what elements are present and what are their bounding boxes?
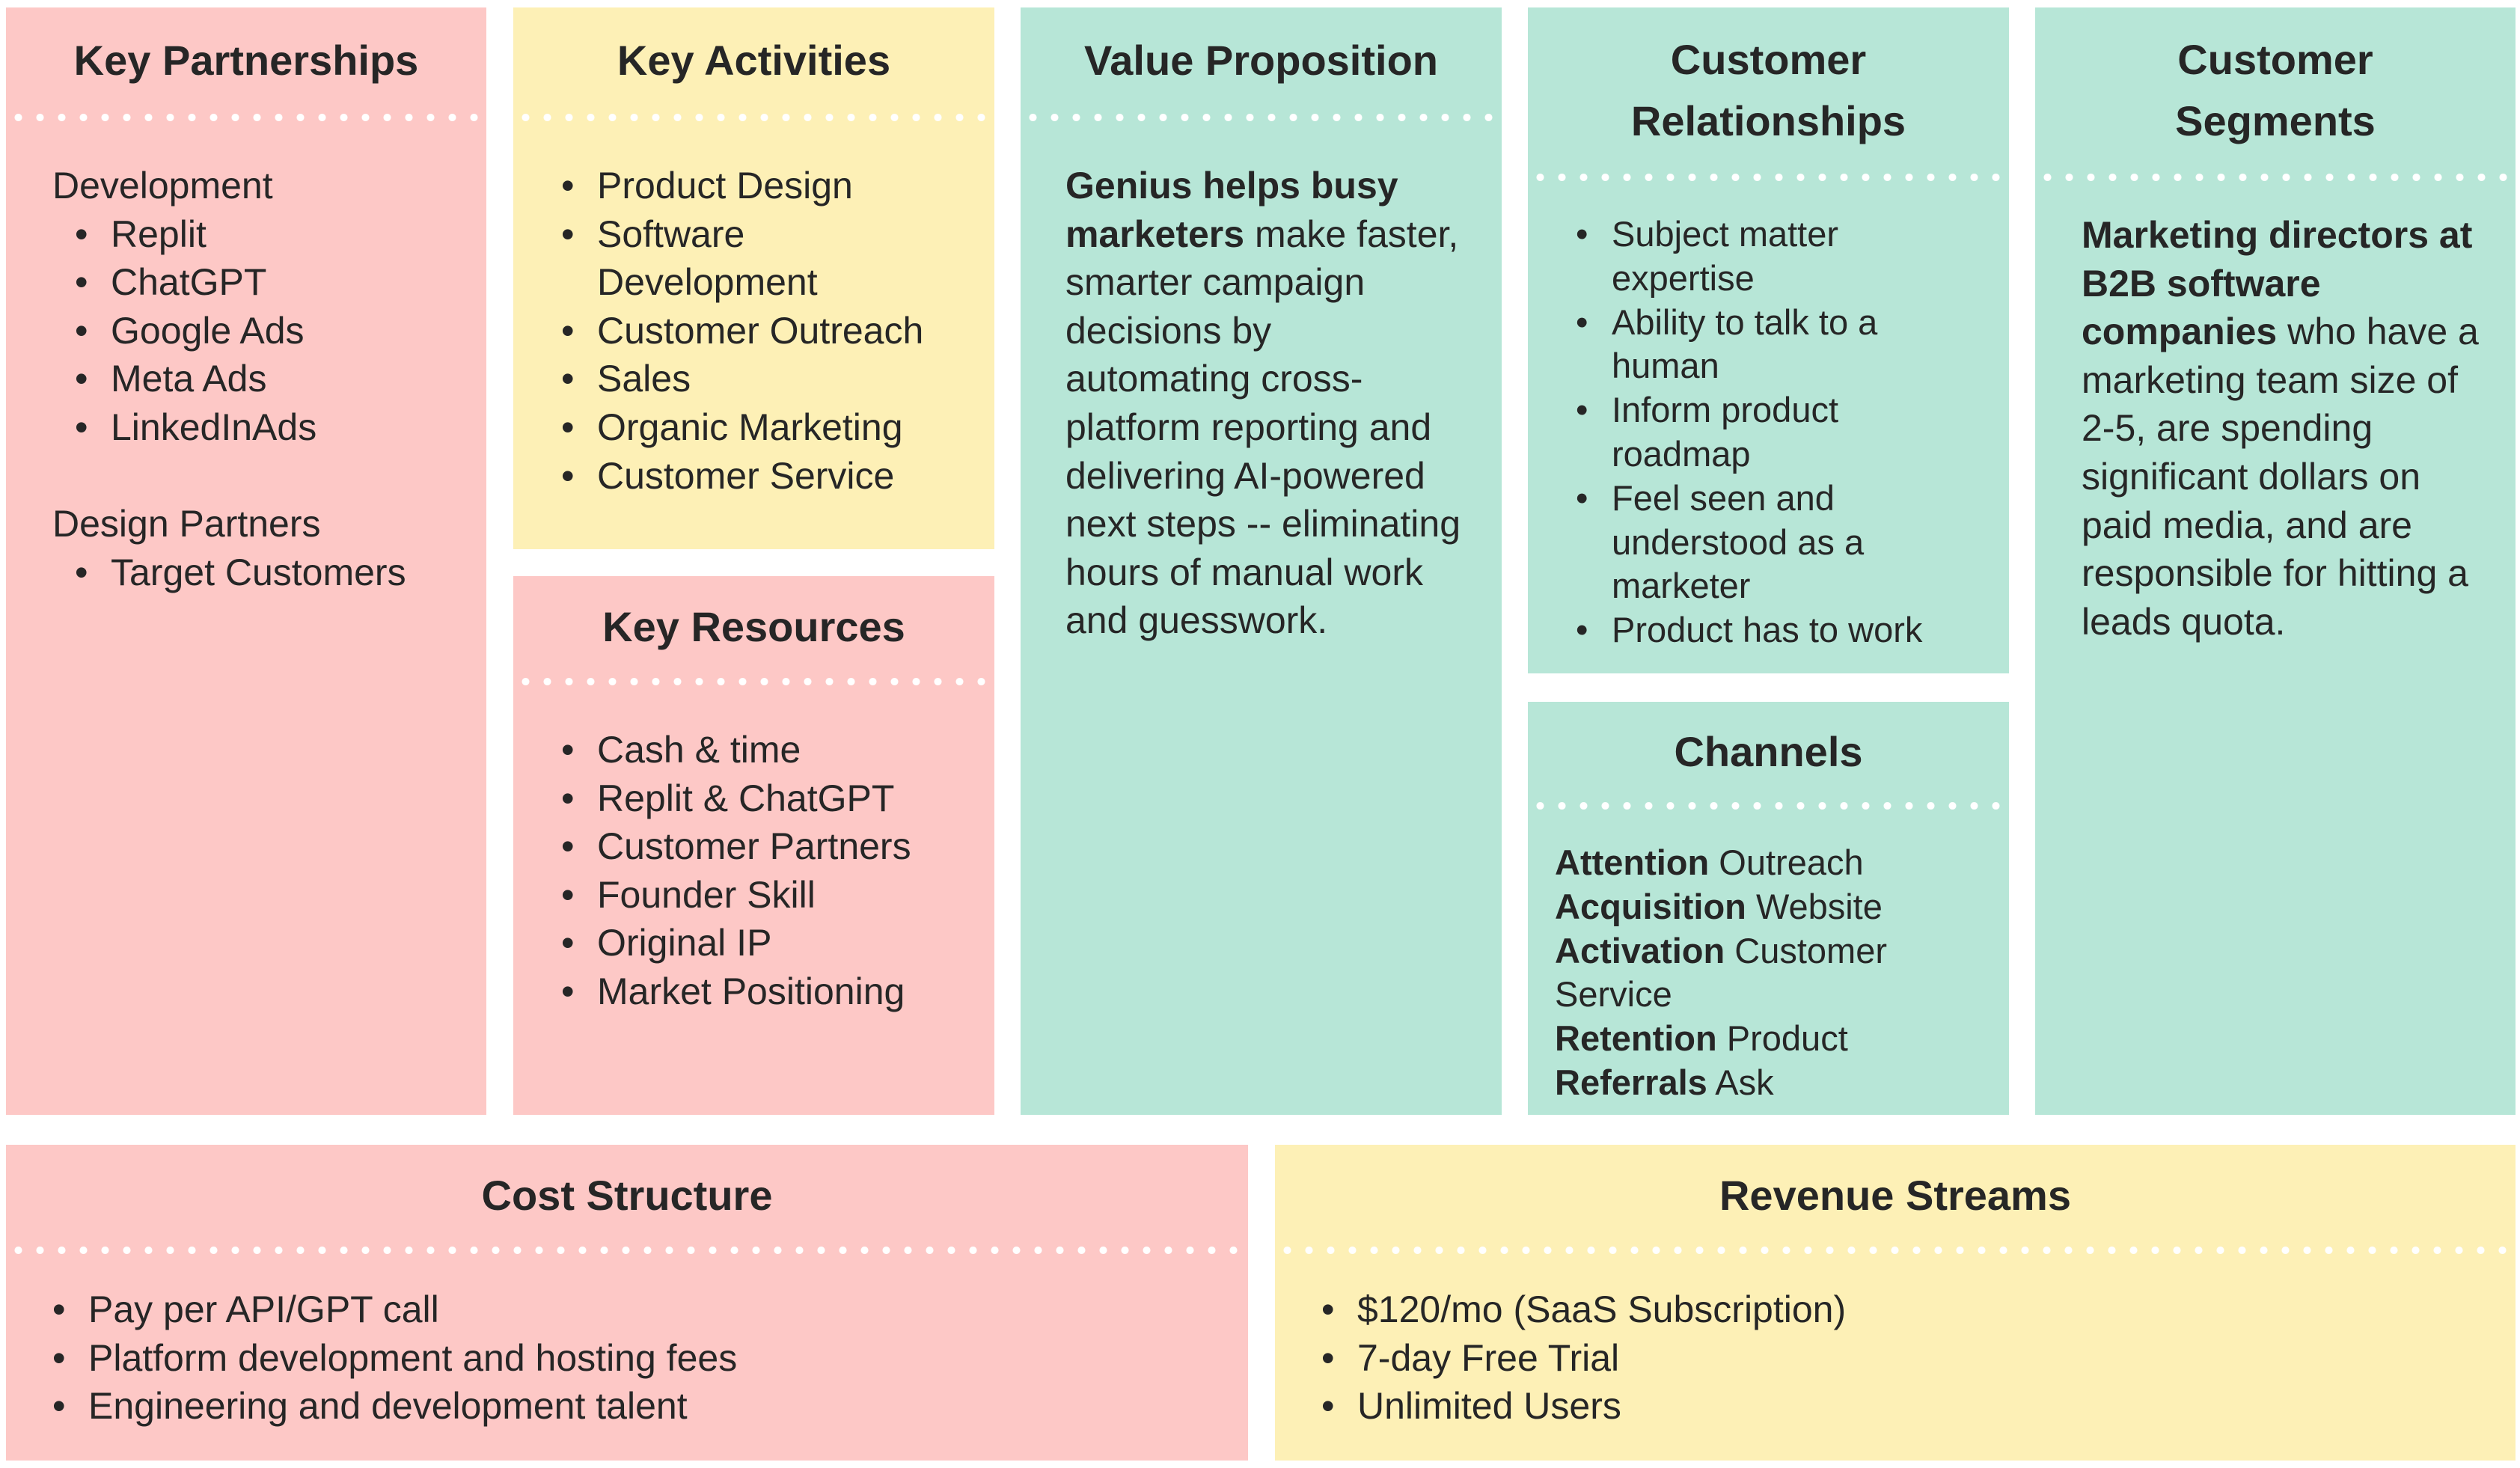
channel-item: Attention Outreach — [1555, 841, 1987, 885]
customer-segments-card: Customer Segments Marketing directors at… — [2035, 7, 2516, 1115]
customer-segments-highlight: Marketing directors at B2B software comp… — [2082, 214, 2473, 353]
list-item: Replit — [75, 210, 486, 259]
channel-stage: Referrals — [1555, 1062, 1707, 1102]
channel-name: Customer Service — [1555, 930, 1887, 1015]
revenue-streams-list: $120/mo (SaaS Subscription) 7-day Free T… — [1321, 1285, 2493, 1431]
channel-name: Website — [1755, 886, 1883, 926]
customer-segments-text: Marketing directors at B2B software comp… — [2082, 211, 2486, 646]
development-list: Replit ChatGPT Google Ads Meta Ads Linke… — [52, 210, 486, 452]
list-item: Cash & time — [561, 726, 972, 774]
list-item: Product Design — [561, 162, 964, 210]
channel-name: Ask — [1715, 1062, 1774, 1102]
section-divider — [6, 114, 486, 121]
customer-segments-title: Customer Segments — [2175, 36, 2376, 144]
list-item: $120/mo (SaaS Subscription) — [1321, 1285, 2493, 1334]
channel-stage: Acquisition — [1555, 886, 1746, 926]
value-proposition-card: Value Proposition Genius helps busy mark… — [1021, 7, 1502, 1115]
value-proposition-description: make faster, smarter campaign decisions … — [1065, 212, 1461, 642]
key-partnerships-title: Key Partnerships — [73, 37, 419, 84]
list-item: Founder Skill — [561, 871, 972, 920]
channel-item: Retention Product — [1555, 1017, 1987, 1061]
value-proposition-highlight: Genius helps busy marketers — [1065, 165, 1398, 255]
customer-relationships-card: Customer Relationships Subject matter ex… — [1528, 7, 2009, 673]
channel-item: Activation Customer Service — [1555, 929, 1929, 1018]
list-item: Replit & ChatGPT — [561, 774, 972, 823]
list-item: Customer Outreach — [561, 307, 964, 355]
key-activities-card: Key Activities Product Design Software D… — [513, 7, 994, 549]
revenue-streams-body: $120/mo (SaaS Subscription) 7-day Free T… — [1275, 1254, 2516, 1431]
channel-stage: Activation — [1555, 930, 1725, 970]
customer-segments-body: Marketing directors at B2B software comp… — [2035, 181, 2516, 646]
value-proposition-text: Genius helps busy marketers make faster,… — [1065, 162, 1462, 645]
section-divider — [1528, 174, 2009, 181]
channels-body: Attention Outreach Acquisition Website A… — [1528, 810, 2009, 1105]
key-resources-body: Cash & time Replit & ChatGPT Customer Pa… — [513, 685, 994, 1016]
channels-title: Channels — [1674, 728, 1863, 775]
list-item: Meta Ads — [75, 355, 486, 403]
key-resources-list: Cash & time Replit & ChatGPT Customer Pa… — [561, 726, 972, 1016]
list-item: 7-day Free Trial — [1321, 1334, 2493, 1383]
list-item: Platform development and hosting fees — [52, 1334, 1226, 1383]
key-activities-list: Product Design Software Development Cust… — [561, 162, 964, 500]
channel-item: Acquisition Website — [1555, 885, 1987, 929]
cost-structure-card: Cost Structure Pay per API/GPT call Plat… — [6, 1145, 1248, 1461]
cost-structure-title: Cost Structure — [481, 1172, 773, 1219]
list-item: Feel seen and understood as a marketer — [1576, 477, 1927, 608]
section-divider — [1275, 1247, 2516, 1254]
section-divider — [513, 114, 994, 121]
list-item: Software Development — [561, 210, 845, 307]
channel-name: Outreach — [1719, 842, 1864, 882]
list-item: Ability to talk to a human — [1576, 301, 1927, 389]
key-resources-card: Key Resources Cash & time Replit & ChatG… — [513, 576, 994, 1115]
section-divider — [1021, 114, 1502, 121]
value-proposition-body: Genius helps busy marketers make faster,… — [1021, 121, 1502, 645]
customer-relationships-list: Subject matter expertise Ability to talk… — [1576, 212, 1987, 652]
list-item: LinkedInAds — [75, 403, 486, 452]
customer-segments-description: who have a marketing team size of 2-5, a… — [2082, 311, 2479, 643]
list-item: Unlimited Users — [1321, 1382, 2493, 1431]
list-item: Sales — [561, 355, 964, 403]
revenue-streams-card: Revenue Streams $120/mo (SaaS Subscripti… — [1275, 1145, 2516, 1461]
key-resources-title: Key Resources — [602, 603, 905, 650]
list-item: Organic Marketing — [561, 403, 964, 452]
section-divider — [513, 678, 994, 685]
key-activities-title: Key Activities — [617, 37, 891, 84]
key-activities-body: Product Design Software Development Cust… — [513, 121, 994, 500]
list-item: Inform product roadmap — [1576, 388, 1890, 477]
key-partnerships-body: Development Replit ChatGPT Google Ads Me… — [6, 121, 486, 596]
customer-relationships-body: Subject matter expertise Ability to talk… — [1528, 181, 2009, 652]
channel-stage: Attention — [1555, 842, 1710, 882]
value-proposition-title: Value Proposition — [1084, 37, 1438, 84]
list-item: Original IP — [561, 919, 972, 967]
list-item: Google Ads — [75, 307, 486, 355]
list-item: Market Positioning — [561, 967, 972, 1016]
list-item: Subject matter expertise — [1576, 212, 1868, 301]
list-item: Customer Partners — [561, 822, 972, 871]
cost-structure-list: Pay per API/GPT call Platform developmen… — [52, 1285, 1226, 1431]
revenue-streams-title: Revenue Streams — [1719, 1172, 2071, 1219]
group-label: Design Partners — [52, 503, 321, 545]
cost-structure-body: Pay per API/GPT call Platform developmen… — [6, 1254, 1248, 1431]
channel-name: Product — [1726, 1018, 1848, 1059]
channel-item: Referrals Ask — [1555, 1061, 1987, 1105]
list-item: Engineering and development talent — [52, 1382, 1226, 1431]
list-item: ChatGPT — [75, 258, 486, 307]
key-partnerships-card: Key Partnerships Development Replit Chat… — [6, 7, 486, 1115]
group-label: Development — [52, 165, 273, 207]
channel-stage: Retention — [1555, 1018, 1717, 1059]
section-divider — [2035, 174, 2516, 181]
list-item: Target Customers — [75, 548, 486, 597]
section-divider — [6, 1247, 1248, 1254]
section-divider — [1528, 802, 2009, 810]
list-item: Product has to work — [1576, 608, 1987, 652]
channels-card: Channels Attention Outreach Acquisition … — [1528, 702, 2009, 1115]
design-partners-list: Target Customers — [52, 548, 486, 597]
list-item: Pay per API/GPT call — [52, 1285, 1226, 1334]
customer-relationships-title: Customer Relationships — [1630, 36, 1906, 144]
list-item: Customer Service — [561, 452, 964, 501]
